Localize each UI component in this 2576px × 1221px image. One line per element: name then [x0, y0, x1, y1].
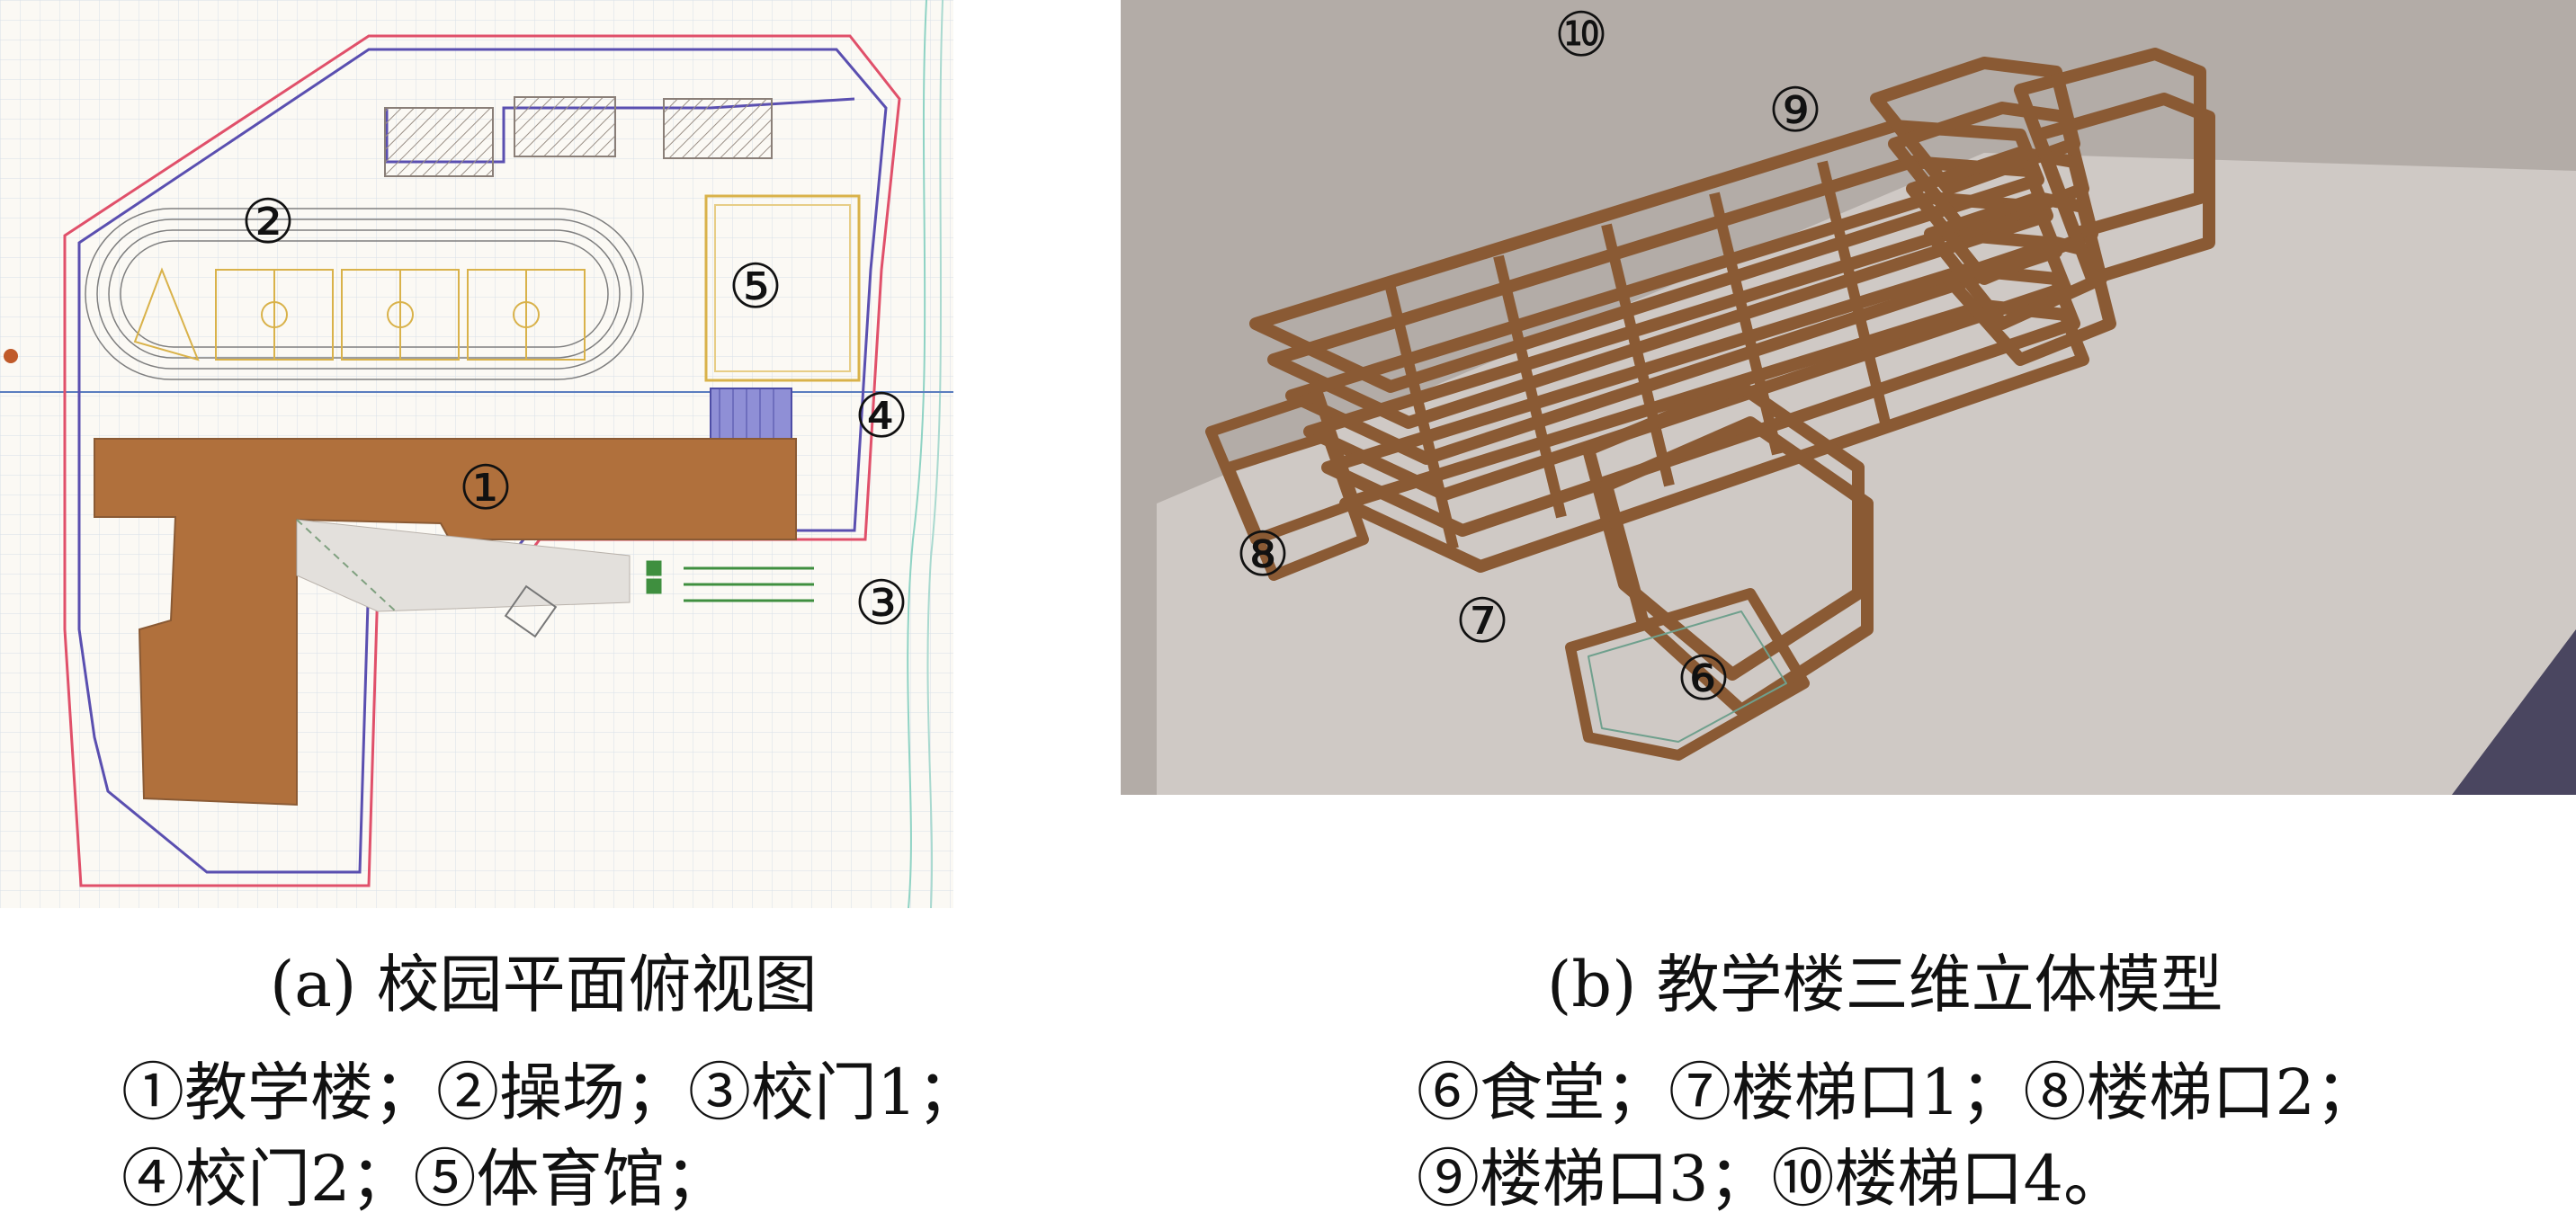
teaching-building: [94, 438, 797, 807]
gymnasium-outline: [704, 194, 861, 382]
hatched-building: [514, 96, 616, 157]
marker-canteen: ⑥: [1677, 644, 1731, 715]
marker-gate-1: ③: [854, 568, 909, 639]
building-model: [1205, 48, 2215, 761]
caption-a: (a) 校园平面俯视图: [270, 948, 818, 1021]
marker-teaching-building: ①: [459, 453, 514, 524]
gate-1-arrows: [646, 560, 814, 602]
small-rotated-box: [504, 584, 558, 638]
corridor-area: [296, 519, 631, 612]
marker-gymnasium: ⑤: [729, 252, 783, 323]
running-track: [85, 208, 644, 380]
basketball-courts: [133, 267, 586, 361]
legend-a-line2: ④校门2；⑤体育馆；: [121, 1142, 729, 1216]
ground-edge: [2452, 629, 2576, 795]
gymnasium-inner: [714, 204, 851, 372]
campus-plan-svg: ② ⑤ ④ ① ③: [0, 0, 953, 908]
caption-b: (b) 教学楼三维立体模型: [1547, 948, 2223, 1021]
path-line: [296, 519, 397, 612]
marker-stairwell-2: ⑧: [1236, 520, 1291, 591]
contour-line: [926, 0, 944, 908]
contour-line: [907, 0, 927, 908]
hatched-building: [663, 98, 773, 159]
hatched-building: [384, 107, 494, 177]
gate-2-lines: [719, 388, 774, 441]
marker-stairwell-3: ⑨: [1768, 76, 1823, 147]
marker-stairwell-1: ⑦: [1455, 586, 1510, 657]
marker-stairwell-4: ⑩: [1554, 0, 1609, 71]
marker-playground: ②: [241, 187, 296, 258]
legend-b-line1: ⑥食堂；⑦楼梯口1；⑧楼梯口2；: [1417, 1056, 2379, 1129]
building-3d-view: ⑩ ⑨ ⑧ ⑦ ⑥: [1121, 0, 2576, 795]
origin-marker: [4, 349, 18, 363]
marker-gate-2: ④: [854, 381, 909, 452]
legend-a-line1: ①教学楼；②操场；③校门1；: [121, 1056, 980, 1129]
ground-plane: [1157, 153, 2576, 795]
building-3d-svg: ⑩ ⑨ ⑧ ⑦ ⑥: [1157, 0, 2576, 795]
legend-b-line2: ⑨楼梯口3；⑩楼梯口4。: [1417, 1142, 2127, 1216]
gate-2-area: [710, 388, 792, 441]
campus-plan-view: ② ⑤ ④ ① ③: [0, 0, 953, 908]
